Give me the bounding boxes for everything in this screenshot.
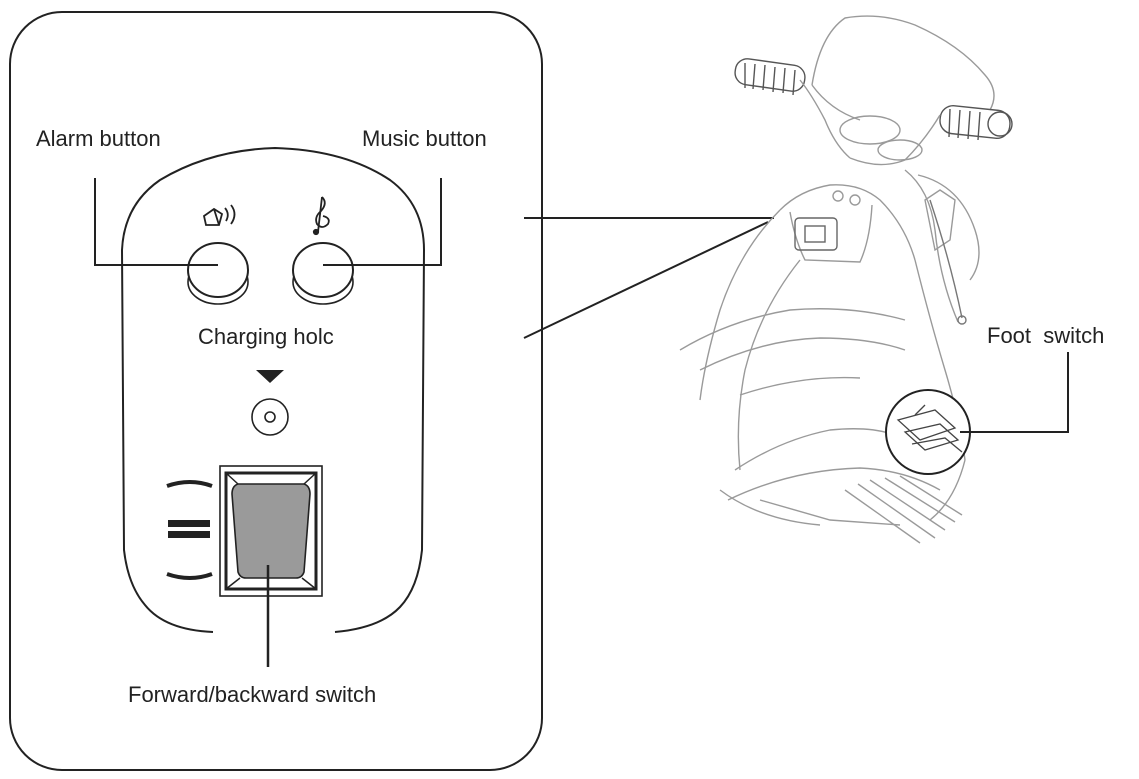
- foot-switch-label: Foot switch: [987, 323, 1105, 348]
- charging-hole[interactable]: [251, 398, 289, 436]
- foot-switch-detail: [896, 404, 963, 453]
- arrow-down-icon: [166, 572, 213, 580]
- charging-hole-label: Charging holc: [198, 324, 334, 349]
- callout-frame: [9, 11, 543, 771]
- forward-backward-switch-label: Forward/backward switch: [128, 682, 377, 707]
- alarm-button-label: Alarm button: [36, 126, 161, 151]
- arrow-up-icon: [166, 480, 213, 488]
- scooter-illustration: [679, 15, 1013, 544]
- panel-outline: [120, 146, 426, 633]
- connector-line-lower: [523, 221, 769, 339]
- horn-icon: [202, 204, 236, 226]
- alarm-leader-line: [94, 178, 218, 266]
- neutral-bar-icon: [168, 520, 210, 538]
- alarm-button[interactable]: [187, 242, 249, 305]
- music-note-icon: [312, 196, 330, 236]
- music-leader-line: [323, 178, 442, 266]
- music-button[interactable]: [292, 242, 354, 305]
- foot-switch-leader-line: [960, 352, 1069, 433]
- triangle-down-icon: [256, 370, 284, 383]
- forward-backward-switch[interactable]: [219, 465, 323, 597]
- music-button-label: Music button: [362, 126, 487, 151]
- foot-switch[interactable]: [885, 389, 971, 475]
